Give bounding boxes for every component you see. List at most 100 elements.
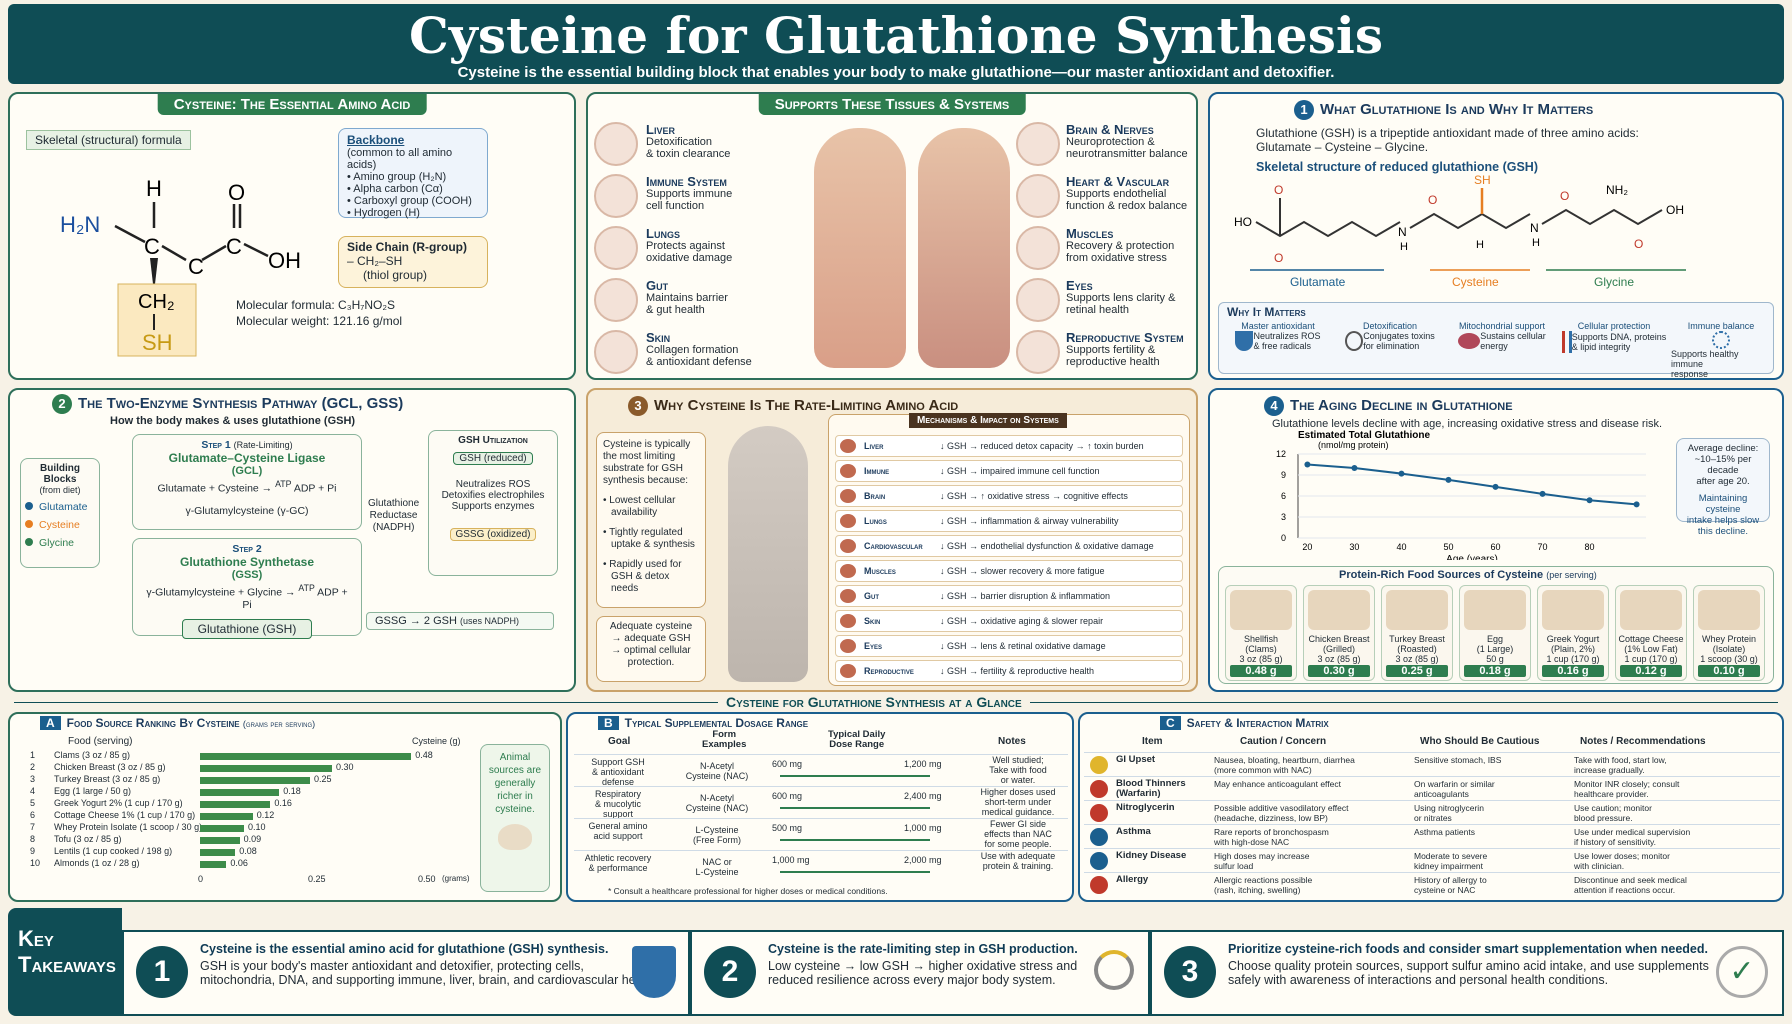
lungs-icon — [594, 226, 638, 270]
safety-item: Asthma — [1116, 826, 1151, 837]
mechanism-impact: ↓ GSH → impaired immune cell function — [940, 466, 1100, 476]
food-serving: 3 oz (85 g) — [1239, 654, 1283, 664]
dosage-foot: * Consult a healthcare professional for … — [608, 886, 888, 896]
regen-box: GSSG → 2 GSH (uses NADPH) — [366, 612, 554, 630]
svg-text:N: N — [1398, 225, 1407, 239]
rank-food: Tofu (3 oz / 85 g) — [54, 834, 122, 844]
why-item-desc: Sustains cellular — [1480, 331, 1546, 341]
rank-food: Turkey Breast (3 oz / 85 g) — [54, 774, 161, 784]
tissue-name: Immune System — [646, 174, 727, 189]
rank-number: 7 — [30, 822, 36, 832]
pill-icon — [1090, 780, 1108, 798]
rank-value: 0.08 — [239, 846, 257, 856]
rank-value: 0.10 — [248, 822, 266, 832]
mechanism-impact: ↓ GSH → lens & retinal oxidative damage — [940, 641, 1106, 651]
data-point — [1492, 483, 1499, 490]
util-line: Supports enzymes — [451, 501, 535, 512]
util-line: Detoxifies electrophiles — [441, 490, 545, 501]
data-point — [1351, 465, 1358, 471]
tissues-tab: Supports These Tissues & Systems — [758, 94, 1026, 115]
mechanism-impact: ↓ GSH → slower recovery & more fatigue — [940, 566, 1105, 576]
organ-icon — [840, 564, 856, 578]
food-chip: Shellfish(Clams)3 oz (85 g)0.48 g — [1225, 585, 1297, 681]
food-image — [1230, 590, 1292, 630]
why-item-title: Mitochondrial support — [1458, 321, 1546, 331]
food-image — [1386, 590, 1448, 630]
mechanism-organ: Eyes — [864, 641, 883, 651]
mechanism-impact: ↓ GSH → inflammation & airway vulnerabil… — [940, 516, 1119, 526]
svg-text:O: O — [1428, 193, 1437, 207]
rate-title: 3 Why Cysteine Is The Rate-Limiting Amino… — [628, 396, 958, 416]
food-value: 0.30 g — [1308, 665, 1370, 677]
food-sub: (Clams) — [1245, 644, 1277, 654]
col-food: Food (serving) — [68, 736, 133, 747]
util-title: GSH Utilization — [458, 435, 528, 446]
safety-c: Possible additive vasodilatory effect(he… — [1214, 803, 1349, 823]
food-image — [1464, 590, 1526, 630]
atp-label: ATP — [275, 479, 292, 489]
mechanism-row: Liver↓ GSH → reduced detox capacity → ↑ … — [835, 435, 1183, 457]
enzyme1-name: Glutamate–Cysteine Ligase — [168, 451, 326, 465]
heart-icon — [1016, 174, 1060, 218]
food-chip: Whey Protein(Isolate)1 scoop (30 g)0.10 … — [1693, 585, 1765, 681]
mechanism-organ: Skin — [864, 616, 881, 626]
tissue-desc: Neuroprotection & — [1066, 136, 1155, 148]
rank-bar — [200, 753, 412, 760]
y-tick-label: 6 — [1281, 491, 1286, 501]
safety-c: Allergic reactions possible(rash, itchin… — [1214, 875, 1313, 895]
mechanism-row: Gut↓ GSH → barrier disruption & inflamma… — [835, 585, 1183, 607]
tissue-name: Heart & Vascular — [1066, 174, 1170, 189]
food-sub: (Roasted) — [1397, 644, 1437, 654]
col-notes: Notes / Recommendations — [1580, 736, 1706, 747]
food-serving: 3 oz (85 g) — [1395, 654, 1439, 664]
adp-label: ADP + Pi — [293, 482, 337, 495]
tissue-name: Lungs — [646, 226, 680, 241]
body-figure-front — [814, 128, 906, 368]
mechanism-impact: ↓ GSH → barrier disruption & inflammatio… — [940, 591, 1111, 601]
body-silhouette — [728, 426, 808, 682]
safety-c: Nausea, bloating, heartburn, diarrhea(mo… — [1214, 755, 1355, 775]
rank-food: Whey Protein Isolate (1 scoop / 30 g) — [54, 822, 203, 832]
tissue-desc: retinal health — [1066, 304, 1129, 316]
rank-bar — [200, 789, 280, 796]
immune-cell-icon — [1712, 331, 1730, 349]
aging-line-chart: Estimated Total Glutathione(nmol/mg prot… — [1276, 430, 1646, 560]
rate-title-text: Why Cysteine Is The Rate-Limiting Amino … — [654, 397, 959, 414]
rank-bar — [200, 801, 271, 808]
mechanism-row: Muscles↓ GSH → slower recovery & more fa… — [835, 560, 1183, 582]
why-item-title: Immune balance — [1687, 321, 1755, 331]
rank-food: Greek Yogurt 2% (1 cup / 170 g) — [54, 798, 183, 808]
muscle-icon — [1016, 226, 1060, 270]
tissue-name: Liver — [646, 122, 675, 137]
organ-icon — [840, 489, 856, 503]
pathway-sub: How the body makes & uses glutathione (G… — [110, 415, 356, 427]
tissue-name: Muscles — [1066, 226, 1114, 241]
utilization-box: GSH Utilization GSH (reduced) Neutralize… — [428, 430, 558, 576]
detox-icon — [1345, 331, 1364, 351]
carboxyl-oh: OH — [268, 248, 301, 273]
hen-icon — [498, 824, 532, 850]
data-point — [1304, 461, 1311, 468]
data-point — [1445, 476, 1452, 483]
section-number: 2 — [52, 394, 72, 414]
rank-number: 5 — [30, 798, 36, 808]
tissue-desc: neurotransmitter balance — [1066, 148, 1188, 160]
block-cysteine: Cysteine — [39, 519, 80, 531]
section-number: 3 — [628, 396, 648, 416]
step2-box: Step 2 Glutathione Synthetase (GSS) γ-Gl… — [132, 538, 362, 639]
food-value: 0.16 g — [1542, 665, 1604, 677]
mechanism-organ: Lungs — [864, 516, 887, 526]
x-tick-label: 40 — [1396, 542, 1406, 552]
why-item-title: Detoxification — [1362, 321, 1418, 331]
takeaway-1: 1 Cysteine is the essential amino acid f… — [122, 930, 690, 1016]
takeaway-text: Choose quality protein sources, support … — [1228, 959, 1709, 973]
rank-value: 0.09 — [243, 834, 262, 844]
